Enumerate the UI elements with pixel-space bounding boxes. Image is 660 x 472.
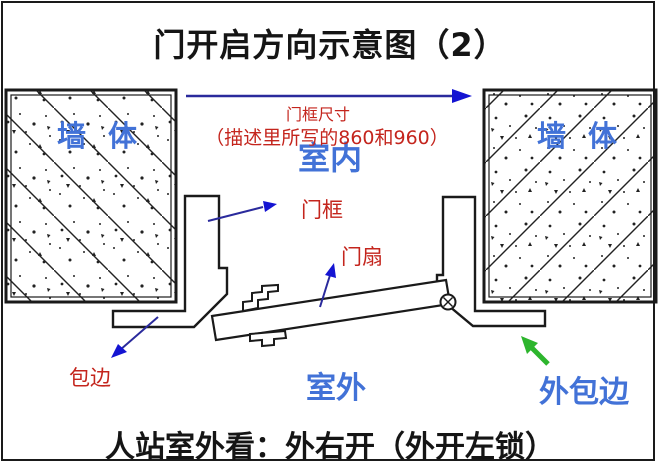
wrap-pointer-arrow-icon (111, 316, 159, 358)
lock-hardware-bottom (249, 329, 288, 348)
door-leaf-label: 门扇 (341, 245, 383, 269)
bottom-caption: 人站室外看：外右开（外开左锁） (105, 430, 555, 465)
lock-hardware-top (242, 283, 279, 313)
dimension-arrow-icon (186, 89, 472, 103)
frame-dimension-label-line1: 门框尺寸 (285, 105, 351, 124)
left-door-frame (111, 194, 229, 329)
door-leaf (210, 278, 452, 348)
edge-wrap-label: 包边 (69, 366, 111, 390)
leaf-pointer-arrow-icon (319, 263, 336, 308)
frame-dimension-label-line2: （描述里所写的860和960） (205, 127, 449, 149)
right-wall-label: 墙 体 (536, 119, 624, 153)
diagram-title: 门开启方向示意图（2） (153, 26, 507, 64)
left-wall (4, 88, 178, 304)
left-wall-label: 墙 体 (56, 119, 144, 153)
right-door-frame (435, 195, 547, 328)
hinge-icon (439, 293, 457, 311)
door-frame-label: 门框 (301, 198, 343, 222)
outer-wrap-arrow-icon (521, 336, 550, 366)
right-wall (482, 88, 658, 304)
frame-pointer-arrow-icon (207, 201, 277, 222)
outdoor-label: 室外 (306, 371, 366, 406)
indoor-label: 室内 (297, 139, 363, 177)
outer-edge-wrap-label: 外包边 (539, 375, 629, 410)
